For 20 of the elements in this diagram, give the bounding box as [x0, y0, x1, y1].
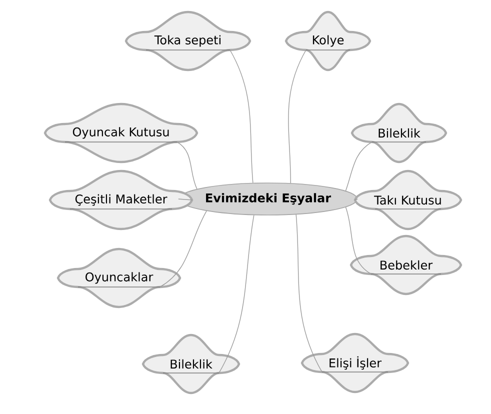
connector-line [354, 198, 358, 200]
connector-line [160, 210, 207, 288]
connector-line [176, 142, 198, 190]
connector-line [296, 214, 322, 372]
topic-bubble: Bileklik [142, 334, 240, 394]
topic-bubble: Bebekler [350, 234, 462, 296]
topic-bubble: Kolye [284, 10, 372, 72]
topic-bubble: Oyuncak Kutusu [44, 102, 198, 164]
topic-bubble: Takı Kutusu [354, 170, 462, 230]
topic-bubble: Bileklik [350, 102, 448, 164]
topic-bubble: Oyuncaklar [56, 248, 182, 308]
connector-line [345, 142, 372, 192]
connector-line [218, 214, 254, 374]
connector-line [178, 198, 193, 200]
connector-line [230, 50, 254, 184]
connector-line [288, 50, 306, 184]
connector-line [345, 206, 372, 274]
topic-bubble: Toka sepeti [124, 10, 252, 72]
topic-bubble: Çeşitli Maketler [48, 170, 194, 230]
topic-bubble: Elişi İşler [300, 332, 410, 394]
